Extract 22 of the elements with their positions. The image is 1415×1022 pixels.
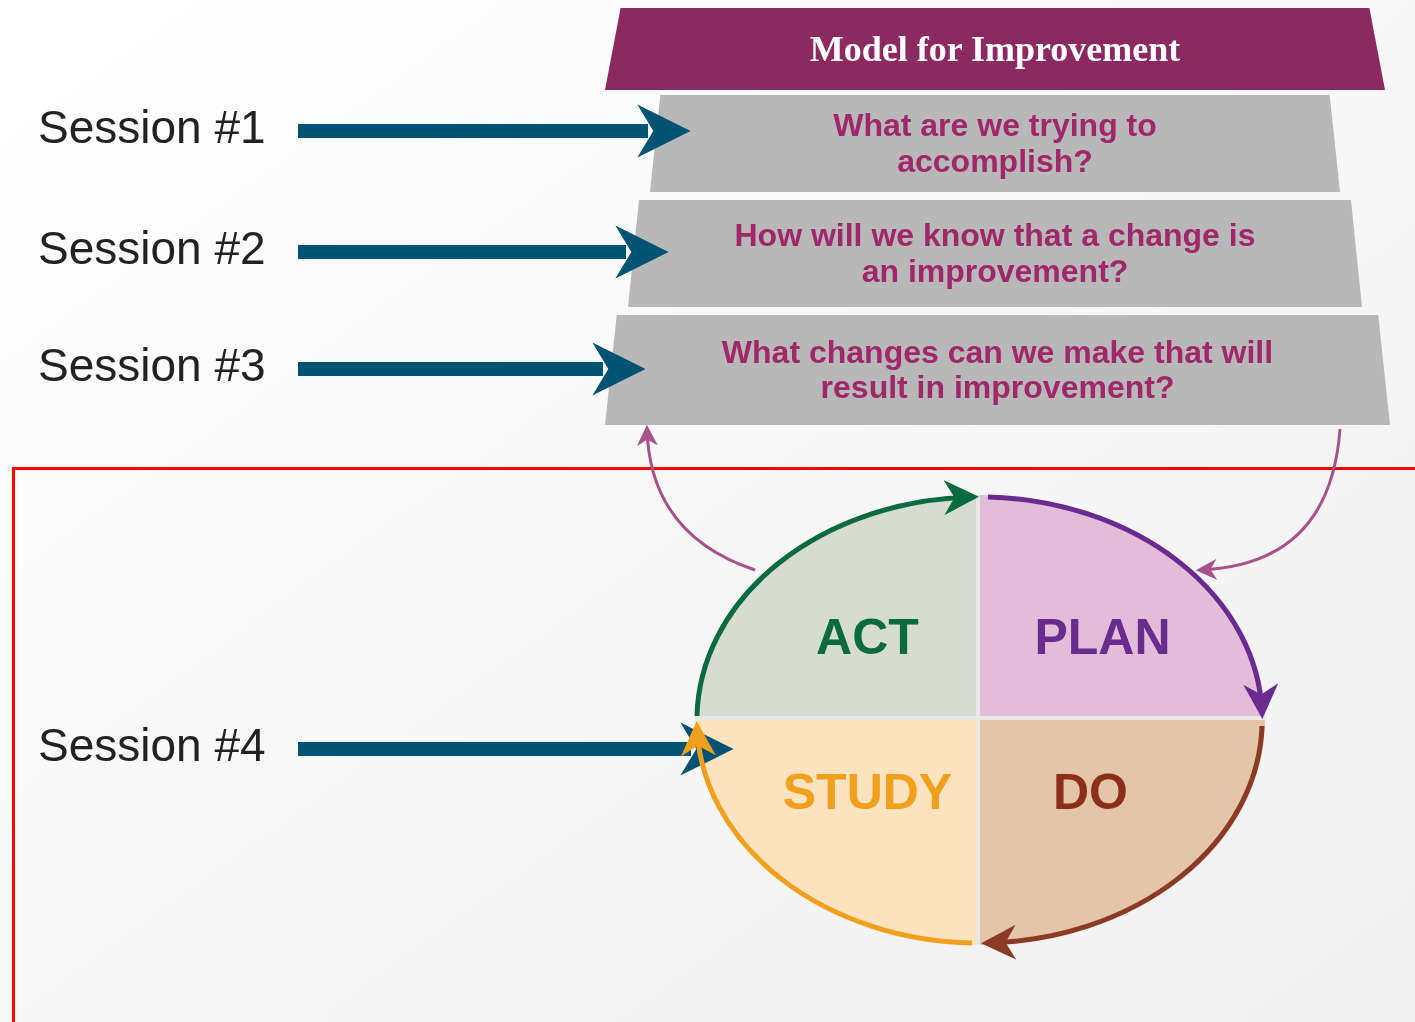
arrow — [1195, 428, 1342, 580]
phase-label: PLAN — [1034, 608, 1172, 667]
phase-label: ACT — [815, 608, 919, 667]
session-text: Session #4 — [38, 717, 266, 773]
session-text: Session #2 — [38, 220, 266, 276]
arrow — [298, 225, 669, 279]
session-text: Session #1 — [38, 99, 266, 155]
phase-label: STUDY — [781, 763, 953, 822]
session-text: Session #3 — [38, 337, 266, 393]
question-text: What are we trying to accomplish? — [832, 108, 1158, 179]
title-text: Model for Improvement — [809, 28, 1181, 71]
question-band — [605, 315, 1390, 425]
question-text: How will we know that a change is an improvement? — [733, 218, 1257, 289]
arrow — [298, 342, 646, 396]
phase-label: DO — [1053, 763, 1129, 822]
question-band — [628, 200, 1362, 307]
question-text: What changes can we make that will result in improvement? — [720, 334, 1275, 406]
arrow — [298, 722, 734, 776]
question-band — [650, 95, 1340, 192]
arrow — [637, 424, 756, 572]
arrow — [298, 104, 691, 158]
cycle-circle — [695, 495, 1265, 945]
